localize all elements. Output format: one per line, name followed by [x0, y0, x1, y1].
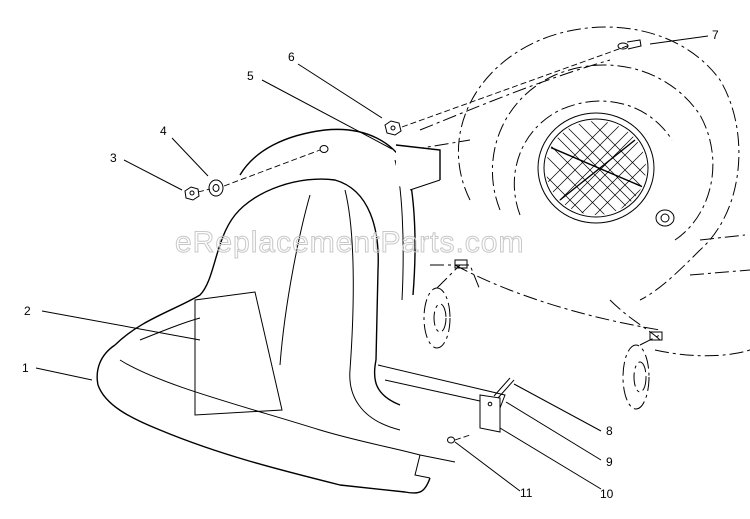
callout-4: 4	[160, 124, 167, 138]
hex-nut-3	[184, 186, 200, 201]
watermark: eReplacementParts.com	[175, 226, 524, 259]
callout-1: 1	[22, 361, 29, 375]
washer-4	[208, 179, 224, 197]
callout-3: 3	[110, 151, 117, 165]
callout-7: 7	[712, 28, 719, 42]
callout-9: 9	[606, 455, 613, 469]
intake-grille	[537, 112, 675, 227]
callout-labels: 1 2 3 4 5 6 7 8 9 10 11	[22, 28, 719, 501]
hardware	[184, 39, 642, 201]
callout-6: 6	[288, 50, 295, 64]
callout-10: 10	[600, 487, 614, 501]
bolt-7	[617, 42, 629, 50]
discharge-chute	[96, 128, 515, 494]
callout-8: 8	[606, 424, 613, 438]
callout-2: 2	[24, 304, 31, 318]
callout-11: 11	[520, 486, 533, 500]
leader-lines	[35, 35, 709, 492]
exploded-view-lines	[197, 44, 631, 441]
blower-housing-phantom	[409, 26, 750, 410]
hex-nut-6	[384, 120, 402, 136]
callout-5: 5	[247, 69, 254, 83]
